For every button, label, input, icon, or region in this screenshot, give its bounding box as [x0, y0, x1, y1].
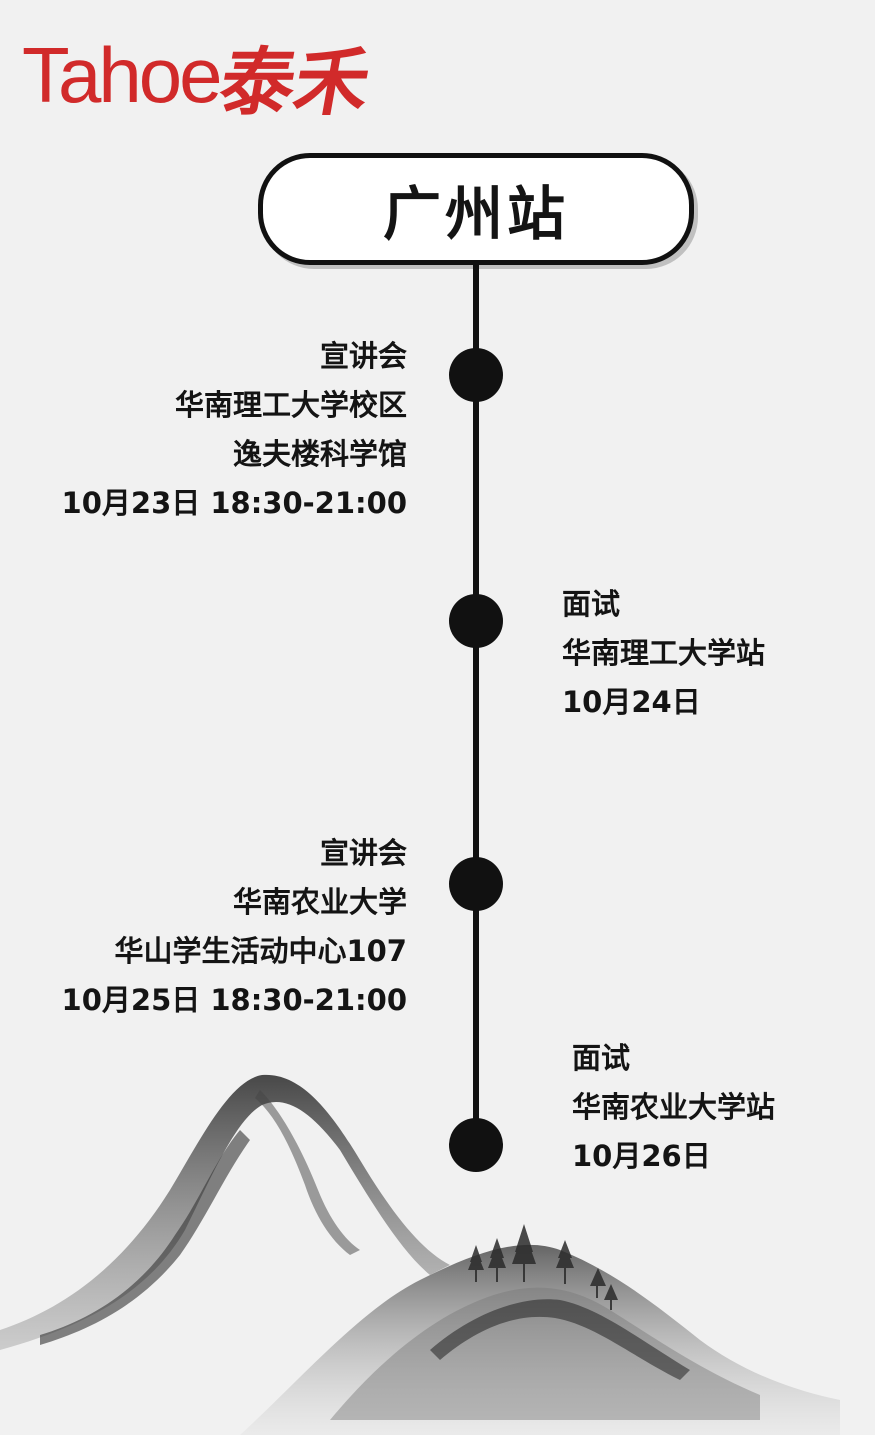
event-building: 逸夫楼科学馆: [232, 437, 407, 471]
logo-text-cjk: 泰禾: [212, 40, 377, 126]
event-venue: 华南农业大学站: [572, 1090, 776, 1124]
event-type: 宣讲会: [319, 339, 407, 373]
event-type: 面试: [572, 1041, 631, 1075]
event-4-interview: 面试 华南农业大学站 10月26日: [572, 1034, 775, 1181]
event-datetime: 10月25日 18:30-21:00: [61, 983, 407, 1017]
event-2-interview: 面试 华南理工大学站 10月24日: [562, 580, 765, 727]
station-title: 广州站: [382, 180, 569, 248]
event-3-info-seminar: 宣讲会 华南农业大学 华山学生活动中心107 10月25日 18:30-21:0…: [62, 829, 407, 1025]
event-datetime: 10月23日 18:30-21:00: [61, 486, 407, 520]
timeline-node-4: [449, 1118, 503, 1172]
timeline-node-2: [449, 594, 503, 648]
tahoe-logo: Tahoe 泰禾: [22, 14, 376, 126]
timeline-line: [473, 262, 479, 1162]
timeline-node-1: [449, 348, 503, 402]
mountains-icon: [0, 1074, 840, 1435]
event-type: 宣讲会: [319, 836, 407, 870]
event-building: 华山学生活动中心107: [114, 934, 407, 968]
event-1-info-seminar: 宣讲会 华南理工大学校区 逸夫楼科学馆 10月23日 18:30-21:00: [62, 332, 407, 528]
event-venue: 华南理工大学校区: [174, 388, 407, 422]
trees-icon: [468, 1224, 618, 1310]
event-venue: 华南理工大学站: [562, 636, 766, 670]
station-title-badge: 广州站: [258, 153, 694, 265]
event-venue: 华南农业大学: [232, 885, 407, 919]
event-datetime: 10月24日: [562, 685, 701, 719]
event-type: 面试: [562, 587, 621, 621]
event-datetime: 10月26日: [572, 1139, 711, 1173]
logo-text-latin: Tahoe: [22, 31, 223, 119]
timeline-node-3: [449, 857, 503, 911]
